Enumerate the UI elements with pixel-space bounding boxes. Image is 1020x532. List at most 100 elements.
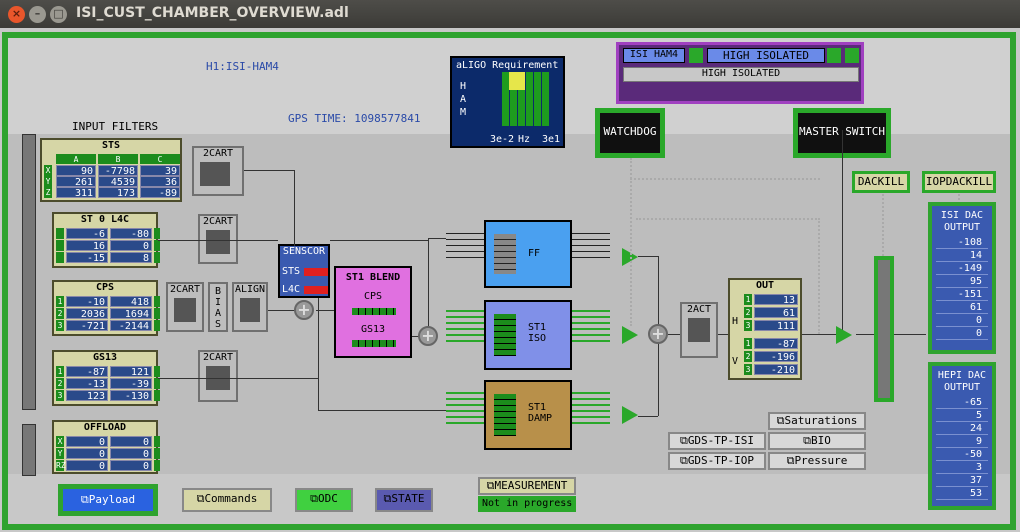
bio-button[interactable]: ⧉BIO bbox=[768, 432, 866, 450]
minimize-icon[interactable]: – bbox=[29, 6, 46, 23]
st0l4c-title: ST 0 L4C bbox=[80, 214, 130, 225]
cps-value: 1694 bbox=[110, 308, 152, 320]
wire bbox=[316, 310, 334, 311]
cps-indicator bbox=[154, 296, 160, 307]
out-v-value: -87 bbox=[754, 338, 798, 350]
l4c-2cart[interactable]: 2CART bbox=[198, 214, 238, 264]
master-gain-icon[interactable] bbox=[836, 326, 852, 344]
watchdog-button[interactable]: WATCHDOG bbox=[595, 108, 665, 158]
gs13-value: 123 bbox=[66, 390, 108, 402]
close-icon[interactable]: × bbox=[8, 6, 25, 23]
guardian-name: ISI HAM4 bbox=[623, 48, 685, 63]
pressure-button[interactable]: ⧉Pressure bbox=[768, 452, 866, 470]
window-icon: ⧉ bbox=[776, 414, 785, 427]
sts-col-header: C bbox=[140, 154, 180, 164]
gs13-value: -130 bbox=[110, 390, 152, 402]
dackill-button[interactable]: DACKILL bbox=[852, 171, 910, 193]
sts-row-label: Y bbox=[44, 176, 52, 187]
gds-tp-iop-button[interactable]: ⧉GDS-TP-IOP bbox=[668, 452, 766, 470]
out-v-label: V bbox=[732, 356, 739, 367]
cps-2cart[interactable]: 2CART bbox=[166, 282, 204, 332]
saturations-label: Saturations bbox=[784, 414, 858, 427]
out-row-label: 1 bbox=[744, 294, 752, 305]
aligo-hz: Hz bbox=[518, 134, 531, 145]
cps-title: CPS bbox=[95, 282, 115, 293]
hepi-dac-value: 24 bbox=[936, 422, 988, 435]
odc-button[interactable]: ⧉ODC bbox=[295, 488, 353, 512]
damp-block[interactable]: ST1 DAMP bbox=[484, 380, 572, 450]
input-slider[interactable] bbox=[22, 134, 36, 410]
out-h-value: 13 bbox=[754, 294, 798, 306]
window-title: ISI_CUST_CHAMBER_OVERVIEW.adl bbox=[76, 5, 349, 21]
saturations-button[interactable]: ⧉Saturations bbox=[768, 412, 866, 430]
gs13-value: -87 bbox=[66, 366, 108, 378]
window-icon: ⧉ bbox=[383, 492, 392, 505]
measurement-status: Not in progress bbox=[478, 496, 576, 512]
guardian-request-select[interactable]: HIGH ISOLATED bbox=[623, 67, 859, 82]
payload-button[interactable]: ⧉Payload bbox=[58, 484, 158, 516]
payload-label: Payload bbox=[88, 493, 136, 506]
window-icon: ⧉ bbox=[310, 492, 318, 505]
cps-indicator bbox=[154, 308, 160, 319]
bias-block[interactable]: B I A S bbox=[208, 282, 228, 332]
wire bbox=[856, 334, 874, 335]
gds-tp-iop-label: GDS-TP-IOP bbox=[687, 454, 755, 467]
wire bbox=[268, 310, 304, 311]
st0l4c-indicator bbox=[56, 240, 64, 251]
guardian-ok-1 bbox=[689, 48, 703, 63]
out-row-label: 3 bbox=[744, 364, 752, 375]
offload-title: OFFLOAD bbox=[83, 422, 127, 433]
damp-gain-icon[interactable] bbox=[622, 406, 638, 424]
ff-block[interactable]: FF bbox=[484, 220, 572, 288]
cps-value: -721 bbox=[66, 320, 108, 332]
output-slider[interactable] bbox=[874, 256, 894, 402]
act-label: 2ACT bbox=[686, 304, 712, 315]
aligo-t1: 3e-2 bbox=[490, 134, 515, 145]
2act-block[interactable]: 2ACT bbox=[680, 302, 718, 358]
sts-col-header: B bbox=[98, 154, 138, 164]
iso-block[interactable]: ST1 ISO bbox=[484, 300, 572, 370]
blend-gs13-bar bbox=[352, 340, 396, 347]
sts-2cart[interactable]: 2CART bbox=[192, 146, 244, 196]
aligo-requirement[interactable]: aLIGO Requirement H A M 3e-2 Hz 3e1 bbox=[450, 56, 565, 148]
measurement-button[interactable]: ⧉MEASUREMENT bbox=[478, 477, 576, 495]
st1-blend[interactable]: ST1 BLEND CPS GS13 bbox=[334, 266, 412, 358]
iso-gain-icon[interactable] bbox=[622, 326, 638, 344]
gs13-value: -39 bbox=[110, 378, 152, 390]
watchdog-line bbox=[630, 158, 632, 326]
cps-value: -2144 bbox=[110, 320, 152, 332]
offload-indicator bbox=[154, 448, 160, 459]
sensor-correction[interactable]: SENSCOR STS L4C bbox=[278, 244, 330, 298]
offload-value: 0 bbox=[110, 448, 152, 460]
gs13-title: GS13 bbox=[92, 352, 118, 363]
sts-value: 173 bbox=[98, 187, 138, 199]
ff-label: FF bbox=[528, 248, 541, 259]
cps-row-label: 2 bbox=[56, 308, 64, 319]
blend-title: ST1 BLEND bbox=[345, 272, 401, 283]
input-filters-label: INPUT FILTERS bbox=[72, 120, 159, 133]
window-icon: ⧉ bbox=[80, 493, 89, 506]
commands-button[interactable]: ⧉Commands bbox=[182, 488, 272, 512]
cart-label: 2CART bbox=[169, 284, 201, 295]
maximize-icon[interactable]: □ bbox=[50, 6, 67, 23]
align-label: ALIGN bbox=[234, 284, 266, 295]
blend-cps-bar bbox=[352, 308, 396, 315]
gs13-2cart[interactable]: 2CART bbox=[198, 350, 238, 402]
iopdackill-button[interactable]: IOPDACKILL bbox=[922, 171, 996, 193]
gds-tp-isi-button[interactable]: ⧉GDS-TP-ISI bbox=[668, 432, 766, 450]
st0l4c-indicator bbox=[154, 240, 160, 251]
state-button[interactable]: ⧉STATE bbox=[375, 488, 433, 512]
sts-row-label: Z bbox=[44, 187, 52, 198]
wire bbox=[428, 238, 429, 336]
measurement-label: MEASUREMENT bbox=[494, 479, 568, 492]
offload-slider[interactable] bbox=[22, 424, 36, 476]
align-block[interactable]: ALIGN bbox=[232, 282, 268, 332]
act-icon bbox=[688, 318, 710, 342]
gs13-row-label: 2 bbox=[56, 378, 64, 389]
